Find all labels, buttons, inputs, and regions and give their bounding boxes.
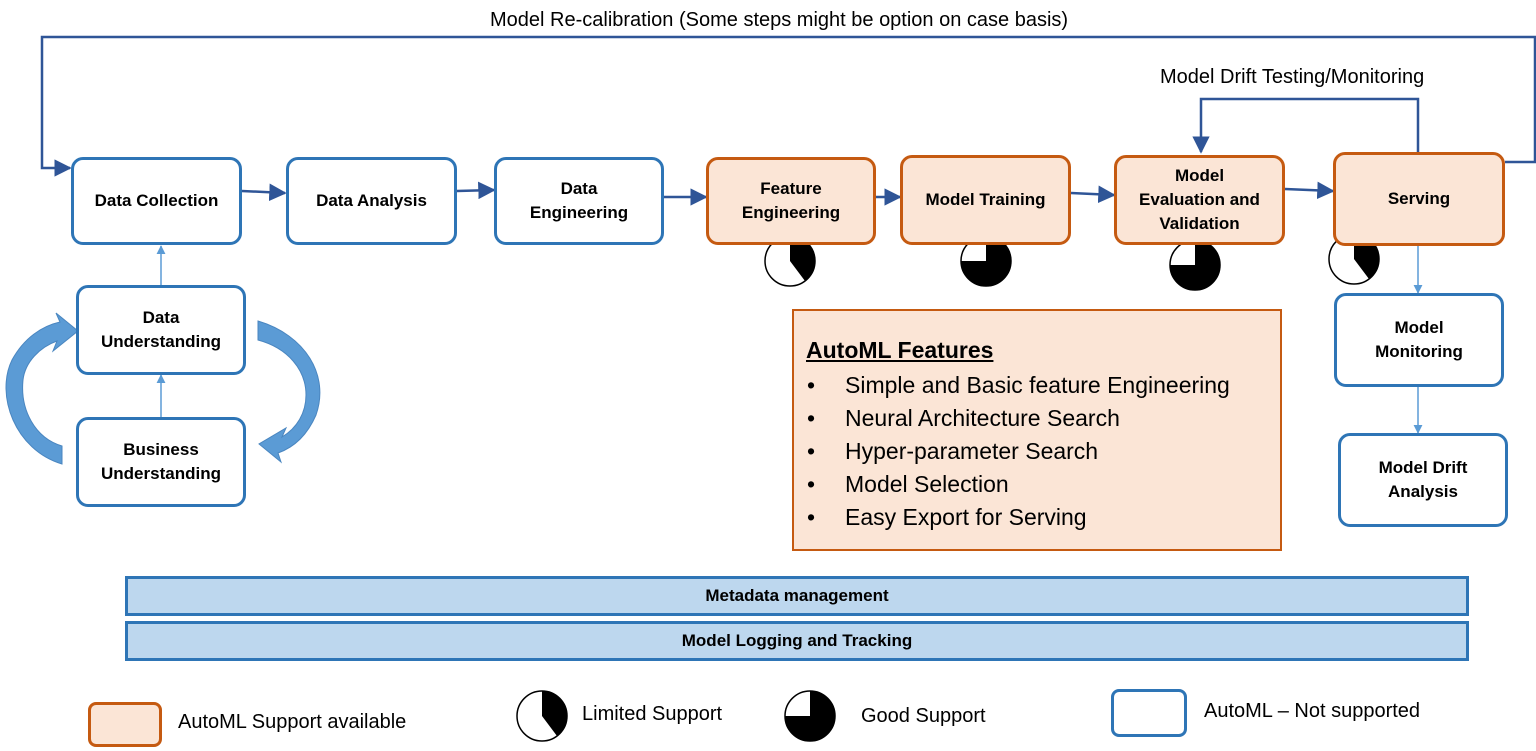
legend-limited-label: Limited Support <box>582 703 723 725</box>
automl-features-title: AutoML Features <box>806 337 994 363</box>
legend-limited-pie <box>516 690 568 742</box>
step-model-drift-analysis: Model Drift Analysis <box>1338 433 1508 527</box>
arrow-evaluation-serving <box>1284 181 1335 200</box>
feature-item: Easy Export for Serving <box>806 501 1280 534</box>
step-model-training: Model Training <box>900 155 1071 245</box>
cycle-arrow-right <box>257 320 321 464</box>
feature-item: Simple and Basic feature Engineering <box>806 369 1280 402</box>
step-business-understanding: Business Understanding <box>76 417 246 507</box>
legend-automl-support-label: AutoML Support available <box>178 711 407 733</box>
pie-feature-engineering <box>764 235 816 287</box>
drift-loop-line <box>1192 97 1420 154</box>
step-serving: Serving <box>1333 152 1505 246</box>
recalibration-loop-line <box>40 35 1536 177</box>
step-model-monitoring: Model Monitoring <box>1334 293 1504 387</box>
automl-features-box: AutoML Features Simple and Basic feature… <box>792 309 1282 551</box>
feature-item: Model Selection <box>806 468 1280 501</box>
step-feature-engineering: Feature Engineering <box>706 157 876 245</box>
automl-features-list: Simple and Basic feature Engineering Neu… <box>806 369 1280 534</box>
cycle-arrow-left <box>5 312 79 465</box>
arrow-training-evaluation <box>1070 185 1116 204</box>
feature-item: Hyper-parameter Search <box>806 435 1280 468</box>
step-data-analysis: Data Analysis <box>286 157 457 245</box>
step-data-engineering: Data Engineering <box>494 157 664 245</box>
drift-testing-label: Model Drift Testing/Monitoring <box>1160 66 1425 88</box>
model-logging-bar: Model Logging and Tracking <box>125 621 1469 661</box>
metadata-management-bar: Metadata management <box>125 576 1469 616</box>
step-model-evaluation: Model Evaluation and Validation <box>1114 155 1285 245</box>
feature-item: Neural Architecture Search <box>806 402 1280 435</box>
legend-good-label: Good Support <box>861 705 986 727</box>
arrow-collection-analysis <box>241 183 287 202</box>
legend-not-supported-label: AutoML – Not supported <box>1204 700 1421 722</box>
step-data-collection: Data Collection <box>71 157 242 245</box>
arrow-analysis-engineering <box>456 181 496 200</box>
pie-model-training <box>960 235 1012 287</box>
pie-model-evaluation <box>1169 239 1221 291</box>
legend-automl-support-swatch <box>88 702 162 747</box>
legend-not-supported-swatch <box>1111 689 1187 737</box>
recalibration-label: Model Re-calibration (Some steps might b… <box>490 9 1069 31</box>
step-data-understanding: Data Understanding <box>76 285 246 375</box>
legend-good-pie <box>784 690 836 742</box>
